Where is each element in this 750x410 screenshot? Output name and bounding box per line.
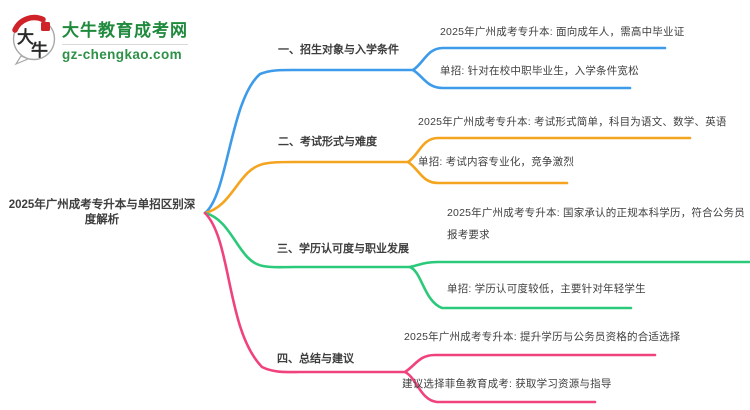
bubble-char-1: 大 — [17, 27, 34, 47]
site-name: 大牛教育成考网 — [62, 16, 188, 45]
site-logo: 大 牛 大牛教育成考网 gz-chengkao.com — [10, 12, 210, 66]
branch-3-child-2[interactable]: 单招: 学历认可度较低，主要针对年轻学生 — [447, 283, 646, 295]
logo-bubble-icon: 大 牛 — [12, 14, 56, 66]
bubble-tail-icon — [14, 55, 30, 66]
branch-4-child-2[interactable]: 建议选择菲鱼教育成考: 获取学习资源与指导 — [402, 378, 612, 390]
branch-4-child-1[interactable]: 2025年广州成考专升本: 提升学历与公务员资格的合适选择 — [404, 331, 681, 343]
site-url: gz-chengkao.com — [62, 47, 183, 62]
central-topic-node[interactable]: 2025年广州成考专升本与单招区别深度解析 — [8, 199, 196, 226]
branch-2-child-1[interactable]: 2025年广州成考专升本: 考试形式简单，科目为语文、数学、英语 — [418, 116, 727, 128]
branch-1-connector — [203, 46, 667, 215]
branch-2-connector — [203, 136, 692, 215]
branch-1-label[interactable]: 一、招生对象与入学条件 — [278, 44, 399, 56]
branch-3-label[interactable]: 三、学历认可度与职业发展 — [277, 243, 409, 255]
branch-1-child-1[interactable]: 2025年广州成考专升本: 面向成年人，需高中毕业证 — [440, 26, 685, 38]
seal-icon — [41, 22, 50, 31]
branch-2-child-2[interactable]: 单招: 考试内容专业化，竞争激烈 — [418, 156, 575, 168]
bubble-char-2: 牛 — [31, 40, 48, 60]
branch-2-label[interactable]: 二、考试形式与难度 — [278, 136, 377, 148]
branch-1-child-2[interactable]: 单招: 针对在校中职毕业生，入学条件宽松 — [440, 65, 639, 77]
branch-3-connector — [203, 211, 750, 310]
branch-4-label[interactable]: 四、总结与建议 — [277, 353, 354, 365]
branch-3-child-1[interactable]: 2025年广州成考专升本: 国家承认的正规本科学历，符合公务员报考要求 — [447, 207, 745, 241]
branch-4-connector — [203, 211, 657, 404]
red-arc-icon — [12, 14, 46, 33]
